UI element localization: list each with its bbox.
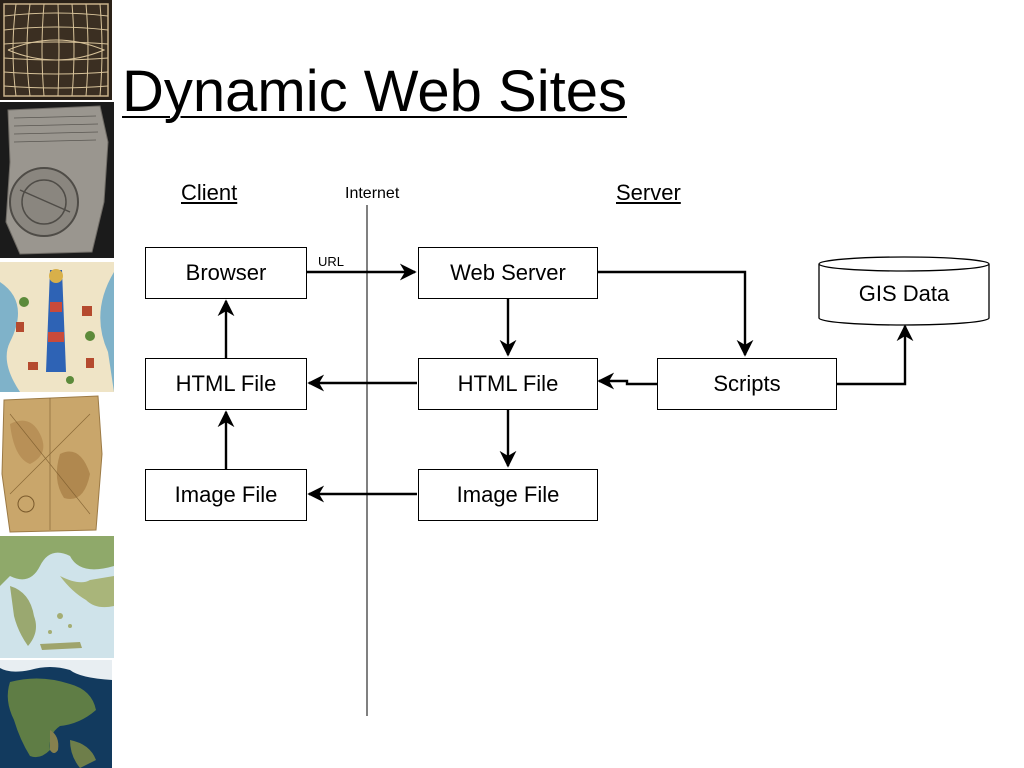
- internet-label: Internet: [345, 185, 400, 202]
- server-web-server-label: Web Server: [450, 260, 566, 285]
- gis-data-label: GIS Data: [858, 281, 950, 306]
- client-image-file-label: Image File: [174, 482, 278, 507]
- server-image-file-box: Image File: [418, 469, 598, 521]
- thumbnail-greece-relief-map: [0, 536, 114, 658]
- client-browser-label: Browser: [185, 260, 267, 285]
- client-image-file-box: Image File: [145, 469, 307, 521]
- client-html-file-box: HTML File: [145, 358, 307, 410]
- client-browser-box: Browser: [145, 247, 307, 299]
- thumbnail-clay-tablet-map: [0, 102, 114, 258]
- server-web-server-box: Web Server: [418, 247, 598, 299]
- scripts-to-html-arrow: [597, 372, 657, 390]
- thumbnail-north-america-globe: [0, 660, 112, 768]
- server-image-file-label: Image File: [456, 482, 560, 507]
- url-label: URL: [318, 254, 345, 269]
- thumbnail-parchment-map: [0, 394, 104, 534]
- client-html-file-label: HTML File: [175, 371, 277, 396]
- client-header: Client: [181, 180, 238, 205]
- webserver-to-scripts-arrow: [597, 270, 754, 357]
- server-header: Server: [616, 180, 681, 205]
- gis-data-cylinder: [818, 256, 990, 326]
- slide-title: Dynamic Web Sites: [122, 59, 627, 124]
- thumbnail-grid-map: [0, 0, 112, 100]
- server-scripts-label: Scripts: [713, 371, 781, 396]
- server-html-file-label: HTML File: [457, 371, 559, 396]
- server-html-file-box: HTML File: [418, 358, 598, 410]
- server-scripts-box: Scripts: [657, 358, 837, 410]
- thumbnail-strip: [0, 0, 114, 768]
- scripts-to-gisdata-arrow: [836, 324, 914, 386]
- thumbnail-illuminated-world-map: [0, 262, 114, 392]
